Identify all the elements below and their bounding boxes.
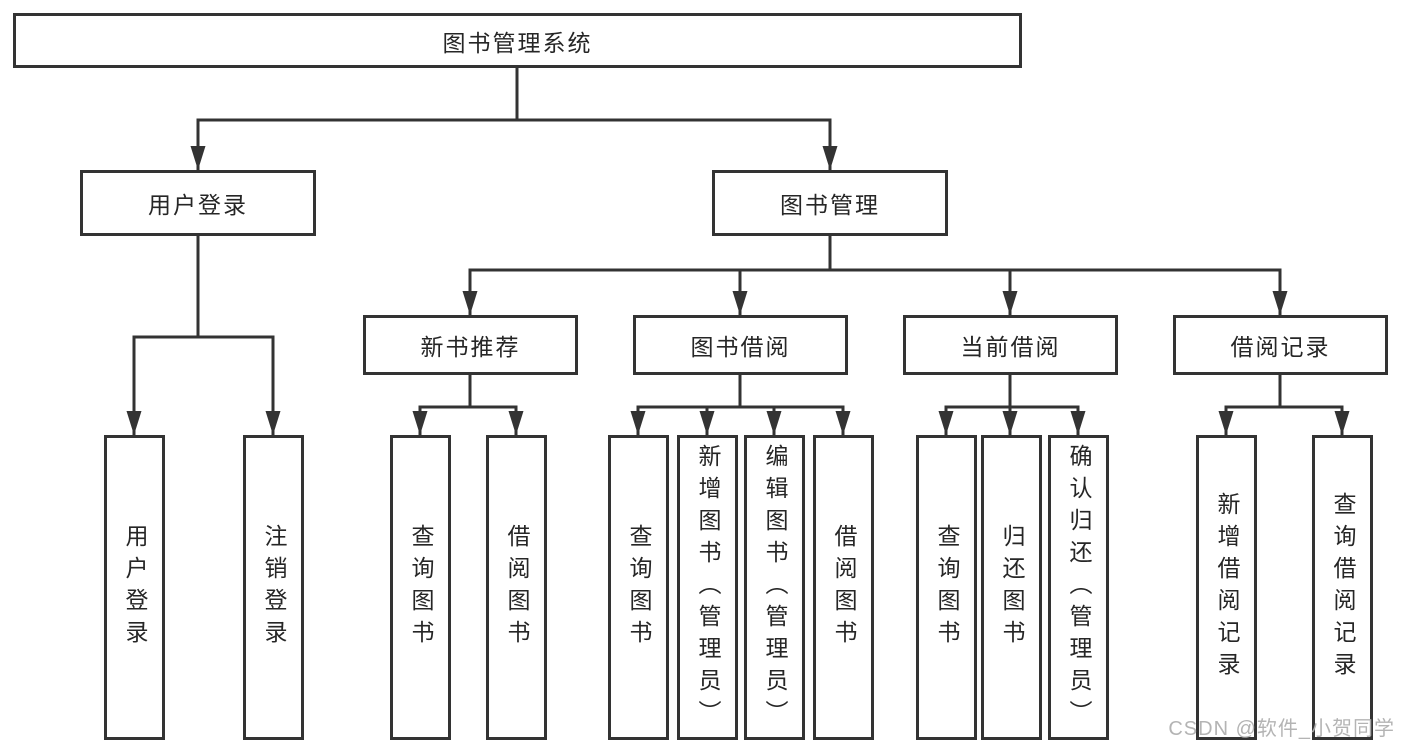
node-user-login: 用户登录: [80, 170, 316, 236]
leaf-add-book-admin: 新增图书（管理员）: [677, 435, 738, 740]
csdn-watermark: CSDN @软件_小贺同学: [1168, 718, 1395, 740]
node-borrowing-records: 借阅记录: [1173, 315, 1388, 375]
leaf-add-borrow-record: 新增借阅记录: [1196, 435, 1257, 740]
node-borrowing-records-label: 借阅记录: [1230, 334, 1331, 360]
node-book-management-label: 图书管理: [780, 192, 880, 218]
node-current-borrowing: 当前借阅: [903, 315, 1118, 375]
node-new-book-recommend: 新书推荐: [363, 315, 578, 375]
leaf-confirm-return-admin: 确认归还（管理员）: [1048, 435, 1109, 740]
leaf-edit-book-admin: 编辑图书（管理员）: [744, 435, 805, 740]
leaf-confirm-return-admin-label: 确认归还（管理员）: [1066, 443, 1092, 732]
node-book-borrowing: 图书借阅: [633, 315, 848, 375]
leaf-borrow-books-borrowing: 借阅图书: [813, 435, 874, 740]
leaf-query-books-borrowing-label: 查询图书: [626, 523, 652, 652]
leaf-logout-label: 注销登录: [261, 523, 287, 652]
leaf-query-borrow-record-label: 查询借阅记录: [1330, 491, 1356, 684]
leaf-borrow-books-recommend: 借阅图书: [486, 435, 547, 740]
node-book-management: 图书管理: [712, 170, 948, 236]
leaf-user-login-label: 用户登录: [122, 523, 148, 652]
leaf-return-books-label: 归还图书: [999, 523, 1025, 652]
node-current-borrowing-label: 当前借阅: [960, 334, 1061, 360]
leaf-return-books: 归还图书: [981, 435, 1042, 740]
node-new-book-recommend-label: 新书推荐: [420, 334, 521, 360]
node-book-borrowing-label: 图书借阅: [690, 334, 791, 360]
leaf-query-books-borrowing: 查询图书: [608, 435, 669, 740]
node-user-login-label: 用户登录: [148, 192, 248, 218]
leaf-query-books-recommend-label: 查询图书: [408, 523, 434, 652]
node-library-system-label: 图书管理系统: [442, 29, 593, 56]
leaf-add-book-admin-label: 新增图书（管理员）: [695, 443, 721, 732]
leaf-query-books-current: 查询图书: [916, 435, 977, 740]
leaf-user-login: 用户登录: [104, 435, 165, 740]
leaf-query-borrow-record: 查询借阅记录: [1312, 435, 1373, 740]
leaf-edit-book-admin-label: 编辑图书（管理员）: [762, 443, 788, 732]
leaf-query-books-recommend: 查询图书: [390, 435, 451, 740]
leaf-borrow-books-recommend-label: 借阅图书: [504, 523, 530, 652]
leaf-add-borrow-record-label: 新增借阅记录: [1214, 491, 1240, 684]
leaf-borrow-books-borrowing-label: 借阅图书: [831, 523, 857, 652]
leaf-logout: 注销登录: [243, 435, 304, 740]
leaf-query-books-current-label: 查询图书: [934, 523, 960, 652]
node-library-system: 图书管理系统: [13, 13, 1022, 68]
